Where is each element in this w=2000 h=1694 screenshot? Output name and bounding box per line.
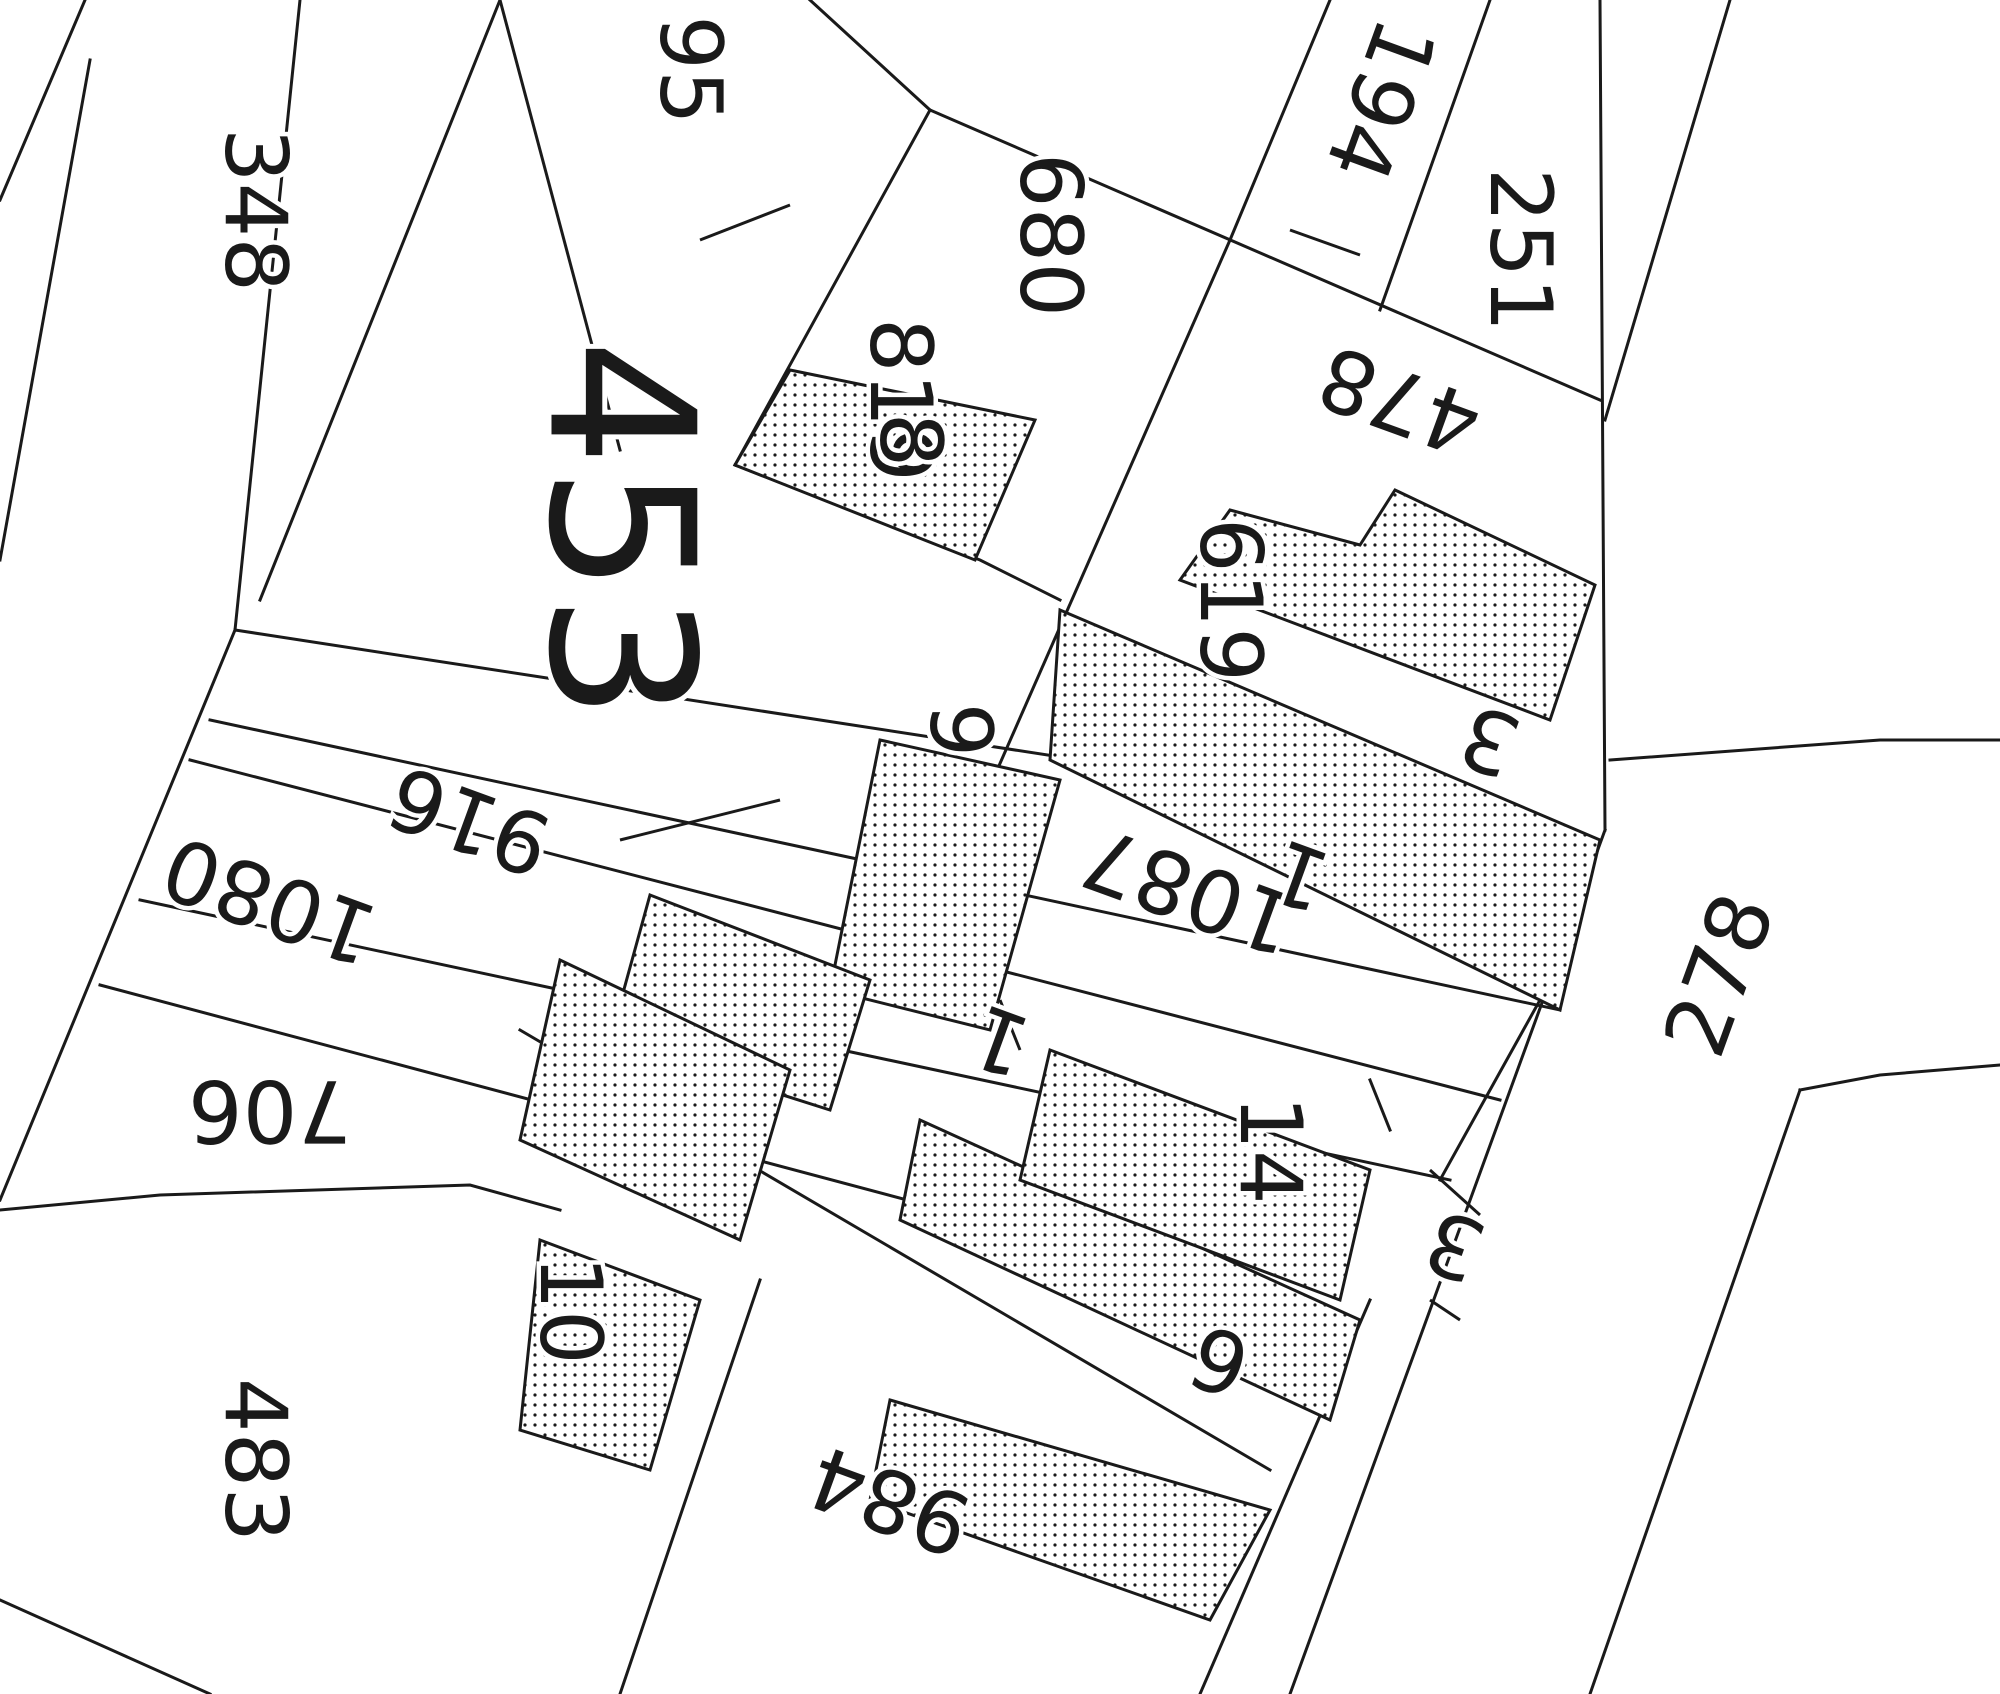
building xyxy=(732,368,1038,562)
parcel-boundary xyxy=(1437,997,1543,1183)
parcel-boundary xyxy=(1368,1078,1392,1132)
building xyxy=(1018,1047,1372,1303)
parcel-number: 478 xyxy=(1306,325,1494,475)
boundary-tick xyxy=(1429,1298,1461,1322)
building xyxy=(518,957,792,1243)
parcel-boundary xyxy=(1588,1088,1802,1694)
parcel-boundary xyxy=(0,628,237,1202)
parcel-boundary xyxy=(807,0,933,113)
building-number: 10 xyxy=(520,1255,620,1364)
boundary-ticks xyxy=(619,203,1482,1322)
parcel-number: 251 xyxy=(1470,168,1570,332)
boundary-tick xyxy=(1428,1168,1482,1217)
boundary-tick xyxy=(1289,228,1361,257)
parcel-number: 819 xyxy=(850,318,950,482)
boundary-tick xyxy=(699,203,791,242)
parcel-boundary xyxy=(1798,1063,2000,1092)
parcel-boundary xyxy=(1608,738,2000,762)
building xyxy=(868,1398,1273,1622)
parcel-boundary xyxy=(1228,0,1332,242)
parcel-boundary xyxy=(233,0,302,632)
boundary-tick xyxy=(619,798,781,842)
parcel-boundary xyxy=(0,1598,212,1694)
parcel-number: 483 xyxy=(205,1378,305,1542)
parcel-boundary xyxy=(928,108,1602,402)
parcel-number: 680 xyxy=(1000,153,1100,317)
building xyxy=(1177,488,1597,722)
building-number: 9 xyxy=(910,703,1010,758)
building-number: 14 xyxy=(1220,1095,1320,1204)
parcel-number: 706 xyxy=(188,1060,352,1160)
building xyxy=(828,738,1062,1032)
parcel-boundary xyxy=(1378,0,1492,312)
parcel-number: 619 xyxy=(1180,518,1280,682)
parcel-boundary xyxy=(732,107,933,468)
parcel-number: 3 xyxy=(1412,1189,1498,1302)
parcel-boundary xyxy=(0,1183,562,1212)
parcel-boundary xyxy=(1603,0,1732,422)
building-number: 3 xyxy=(1447,684,1533,797)
boundary-tick xyxy=(998,999,1022,1051)
parcel-boundary xyxy=(0,58,92,562)
building xyxy=(518,1237,702,1472)
parcel-boundary xyxy=(258,0,502,602)
building-number: 8 xyxy=(860,413,960,468)
parcel-number: 916 xyxy=(376,745,564,895)
building xyxy=(1048,607,1602,1013)
parcel-number: 95 xyxy=(640,15,740,124)
buildings xyxy=(518,368,1602,1622)
parcel-number: 1080 xyxy=(150,816,390,985)
main-parcel-number: 453 xyxy=(504,339,737,721)
parcel-boundary xyxy=(618,1278,762,1694)
parcel-number: 278 xyxy=(1645,881,1795,1069)
parcel-boundary xyxy=(0,0,87,202)
parcel-boundary xyxy=(1598,0,1607,832)
parcel-number: 348 xyxy=(205,128,305,292)
parcel-boundary xyxy=(498,0,622,452)
